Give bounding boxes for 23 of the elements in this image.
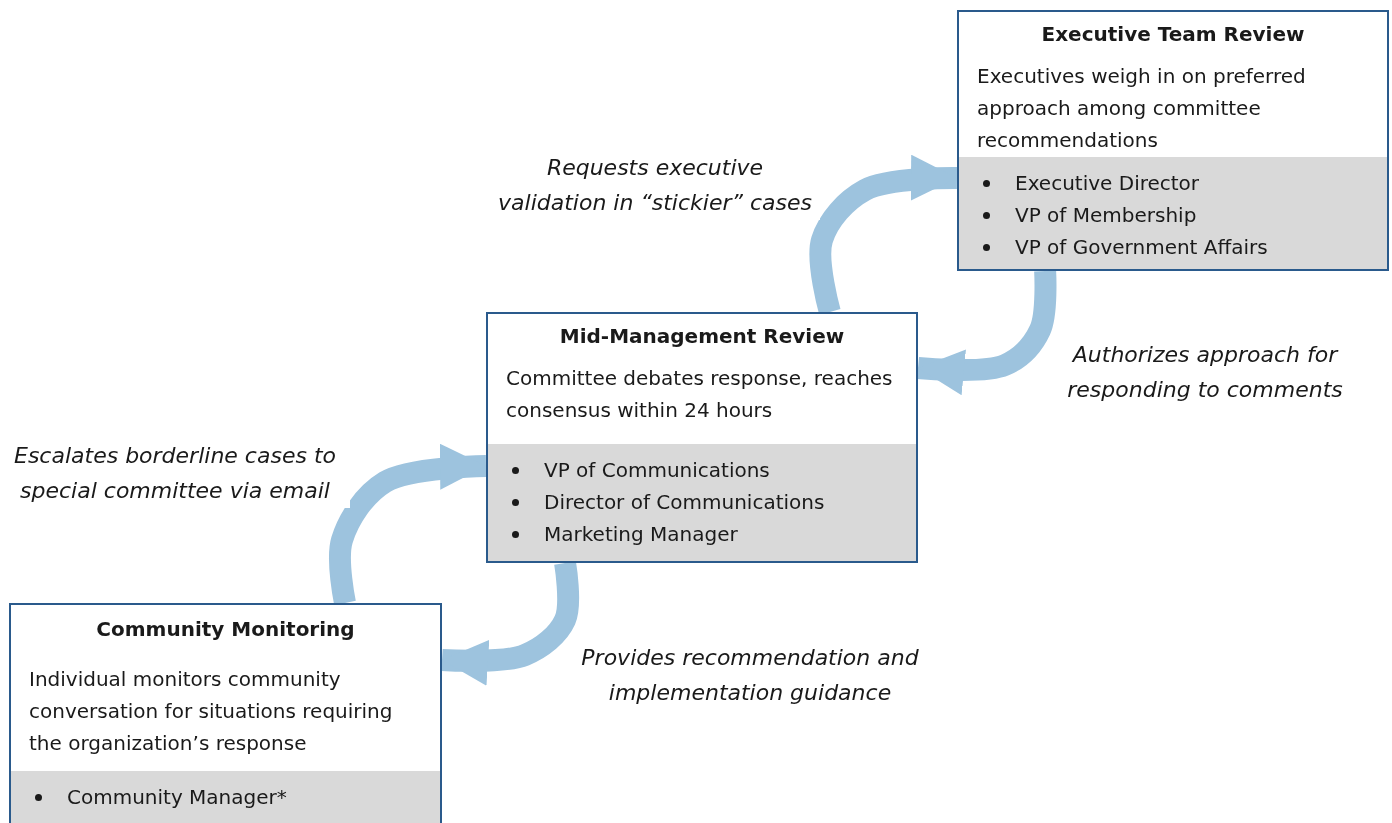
role-list-item: VP of Government Affairs [1015,235,1268,259]
curved-arrow [917,270,1057,395]
stage-description: Committee debates response, reaches consensus within 24 hours [506,365,894,424]
role-list-panel [959,157,1387,269]
role-list-panel [11,771,440,823]
stage-title: Executive Team Review [1040,22,1306,46]
stage-box [9,603,442,823]
role-list-item: VP of Membership [1015,203,1197,227]
stage-title: Mid-Management Review [558,324,846,348]
curved-arrow [329,443,487,606]
curved-arrow [441,561,580,686]
role-list-panel [488,444,916,561]
role-list-item: VP of Communications [544,458,770,482]
stage-description: Executives weigh in on preferred approach among committee recommendations [977,63,1307,154]
role-list-item: Executive Director [1015,171,1200,195]
role-list-item: Marketing Manager [544,522,738,546]
stage-box [486,312,918,563]
stage-description: Individual monitors community conversation for situations requiring the organization’s response [29,666,394,757]
curved-arrow [809,154,958,315]
stage-title: Community Monitoring [95,617,356,641]
stage-box [957,10,1389,271]
role-list-item: Community Manager* [67,785,287,809]
role-list-item: Director of Communications [544,490,825,514]
